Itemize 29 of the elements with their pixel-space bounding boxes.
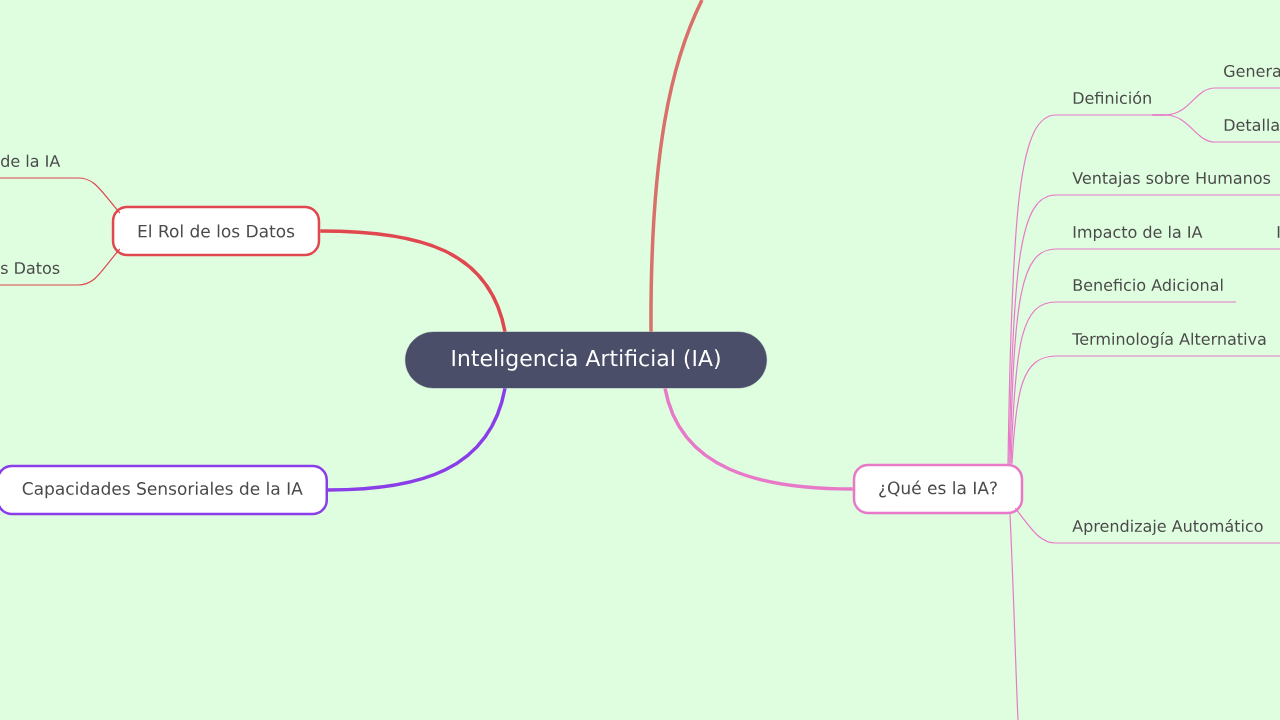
subtopic-text: Ventajas sobre Humanos (1072, 171, 1271, 188)
subtopic-text: Detalla (1224, 118, 1279, 131)
branch-line (1202, 248, 1280, 250)
branch-line (1014, 507, 1280, 544)
subtopic-text: Genera (1224, 64, 1280, 77)
branch-line (1010, 301, 1237, 465)
branch-line (1151, 114, 1280, 143)
branch-line (327, 387, 507, 492)
topic-box: ¿Qué es la IA? (852, 463, 1024, 515)
subtopic-text: Definición (1073, 91, 1151, 104)
subtopic-text: Beneficio Adicional (1073, 278, 1223, 291)
topic-box: El Rol de los Datos (111, 205, 321, 257)
branch-line (0, 248, 121, 286)
subtopic-text: s Datos (1, 262, 60, 274)
branch-line (1009, 248, 1204, 465)
subtopic-text: Impacto de la IA (1073, 225, 1203, 242)
branch-line (0, 177, 121, 214)
branch-line (1011, 355, 1280, 465)
branch-line (663, 387, 853, 491)
branch-line (1008, 194, 1280, 465)
subtopic-text: I (1277, 226, 1280, 238)
subtopic-text: Aprendizaje Automático (1072, 519, 1263, 536)
branch-line (1009, 513, 1019, 720)
central-topic: Inteligencia Artificial (IA) (405, 331, 767, 389)
topic-box: Capacidades Sensoriales de la IA (0, 464, 328, 516)
branch-line (649, 0, 704, 332)
subtopic-text: de la IA (1, 154, 61, 167)
branch-line (320, 229, 507, 333)
subtopic-text: Terminología Alternativa (1072, 332, 1266, 349)
